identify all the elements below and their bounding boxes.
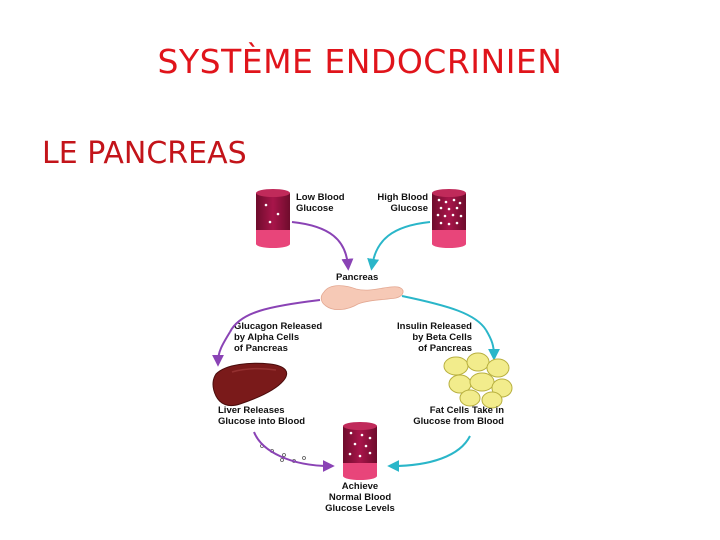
arrow-pancreas-to-glucagon — [229, 299, 321, 333]
pancreas-label: Pancreas — [336, 272, 378, 283]
slide-subtitle: LE PANCREAS — [42, 136, 247, 171]
pancreas-organ — [320, 285, 404, 310]
arrow-liver-to-normal — [253, 431, 335, 472]
low-glucose-vessel — [256, 189, 290, 248]
arrow-low-to-pancreas — [291, 221, 354, 271]
slide-title: SYSTÈME ENDOCRINIEN — [157, 42, 563, 81]
fat-cells — [443, 352, 513, 409]
arrow-glucagon-to-liver — [212, 331, 231, 367]
arrow-pancreas-to-insulin — [401, 295, 487, 331]
arrow-insulin-to-fat — [485, 329, 500, 361]
glucose-dots — [260, 444, 306, 463]
normal-glucose-vessel — [343, 422, 377, 480]
liver-organ — [212, 362, 288, 407]
high-glucose-vessel — [432, 189, 466, 248]
arrow-high-to-pancreas — [367, 221, 431, 271]
arrow-fat-to-normal — [387, 435, 471, 472]
